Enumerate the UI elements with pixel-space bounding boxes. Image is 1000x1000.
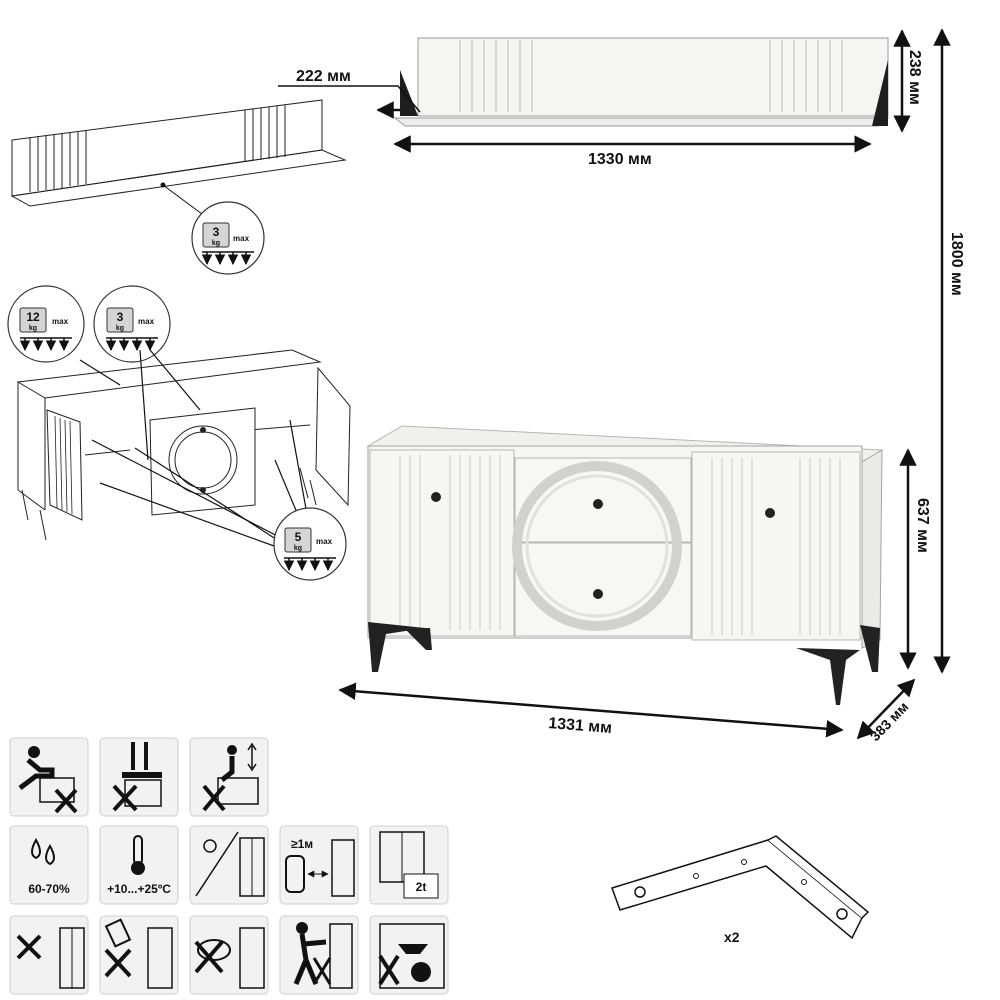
shelf-sketch xyxy=(10,99,347,221)
care-icon-grid: 60-70% +10...+25ºC ≥1м 2t xyxy=(9,737,449,995)
cabinet-callout-lines xyxy=(79,349,309,551)
cabinet-front-view xyxy=(366,425,884,705)
no-abrasive-icon xyxy=(189,915,269,995)
svg-text:kg: kg xyxy=(212,240,220,247)
temperature-icon: +10...+25ºC xyxy=(99,825,179,905)
cabinet-open-sketch xyxy=(16,349,351,541)
svg-text:kg: kg xyxy=(29,325,37,332)
temperature-label: +10...+25ºC xyxy=(107,882,171,896)
shelf-height-dimension: 238 мм xyxy=(893,29,923,133)
cabinet-width-label: 1331 мм xyxy=(548,715,613,737)
mounting-bracket: x2 xyxy=(611,835,870,945)
shelf-width-dimension: 1330 мм xyxy=(393,135,872,168)
shelf-height-label: 238 мм xyxy=(906,50,923,105)
svg-text:12: 12 xyxy=(26,310,40,324)
no-pulling-icon xyxy=(279,915,359,995)
inner-shelf-load-badge: 5 kg max xyxy=(273,507,347,581)
no-standing-icon xyxy=(99,737,179,817)
no-heavy-objects-icon xyxy=(369,915,449,995)
no-chemicals-icon xyxy=(99,915,179,995)
shelf-depth-dimension: 222 мм xyxy=(278,68,421,119)
svg-text:3: 3 xyxy=(213,225,220,239)
no-sitting-icon xyxy=(9,737,89,817)
shelf-width-label: 1330 мм xyxy=(588,151,652,168)
drawer-load-badge: 3 kg max xyxy=(93,285,171,363)
total-height-dimension: 1800 мм xyxy=(933,28,965,674)
heater-distance-icon: ≥1м xyxy=(279,825,359,905)
svg-text:max: max xyxy=(316,537,333,546)
svg-text:max: max xyxy=(138,317,155,326)
bracket-quantity: x2 xyxy=(724,929,740,945)
svg-text:5: 5 xyxy=(295,530,302,544)
svg-text:kg: kg xyxy=(116,325,124,332)
anchor-size-label: 2t xyxy=(416,880,427,894)
wall-anchor-icon: 2t xyxy=(369,825,449,905)
no-water-icon xyxy=(9,915,89,995)
cabinet-depth-dimension: 383 мм xyxy=(856,678,916,744)
svg-text:3: 3 xyxy=(117,310,124,324)
total-height-label: 1800 мм xyxy=(948,232,965,296)
no-climbing-icon xyxy=(189,737,269,817)
shelf-load-badge: 3 kg max xyxy=(191,201,265,275)
svg-text:max: max xyxy=(52,317,69,326)
humidity-icon: 60-70% xyxy=(9,825,89,905)
distance-label: ≥1м xyxy=(291,837,313,851)
shelf-front-view xyxy=(393,37,890,127)
no-sunlight-icon xyxy=(189,825,269,905)
cabinet-height-label: 637 мм xyxy=(914,498,931,553)
cabinet-top-load-badge: 12 kg max xyxy=(7,285,85,363)
cabinet-height-dimension: 637 мм xyxy=(899,448,931,670)
cabinet-width-dimension: 1331 мм xyxy=(338,682,844,738)
humidity-label: 60-70% xyxy=(28,882,70,896)
shelf-depth-label: 222 мм xyxy=(296,68,351,85)
svg-text:max: max xyxy=(233,234,250,243)
svg-text:kg: kg xyxy=(294,545,302,552)
